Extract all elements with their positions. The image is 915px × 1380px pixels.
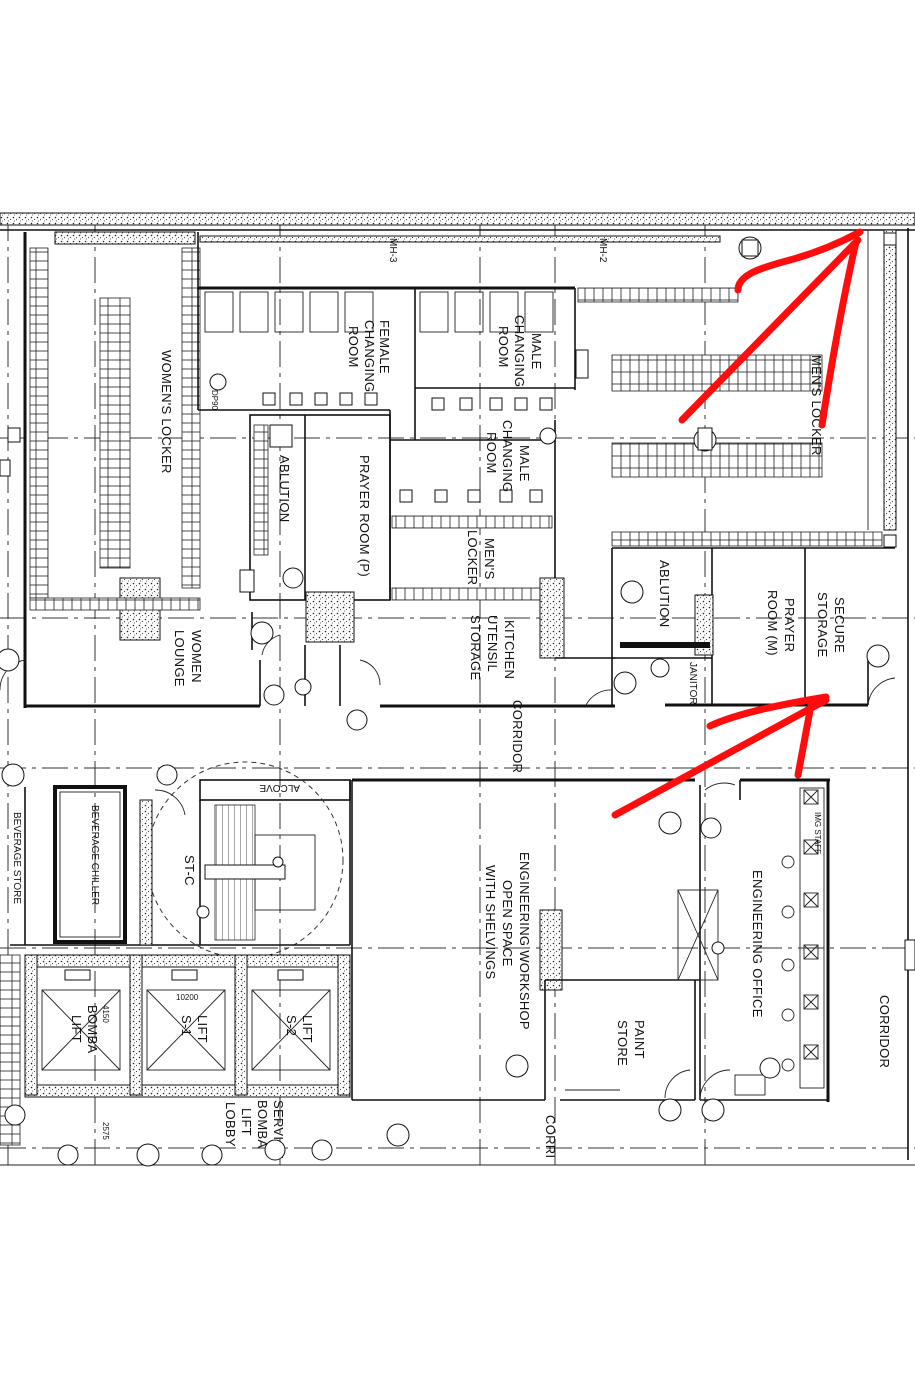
label-ablution-f: ABLUTION	[277, 455, 292, 522]
label-beverage-store: BEVERAGE STORE	[11, 812, 22, 904]
label-ablution-m: ABLUTION	[657, 560, 672, 627]
label-alcove: ALCOVE	[259, 782, 300, 793]
label-male-changing-2c: ROOM	[484, 432, 499, 474]
tag-dp90: DP90	[210, 390, 219, 411]
label-bomba-lift-a: BOMBA	[85, 1005, 100, 1053]
male-changing-room-1	[415, 288, 589, 411]
label-kitchen-b: UTENSIL	[485, 615, 500, 672]
stair-core	[146, 761, 351, 959]
engineering-office	[677, 778, 830, 1102]
kitchen-utensil-storage	[304, 645, 615, 708]
wall-top-band	[199, 235, 721, 243]
male-changing-room-2	[389, 420, 565, 659]
label-eng-office: ENGINEERING OFFICE	[750, 870, 765, 1018]
label-female-changing-b: CHANGING	[362, 320, 377, 392]
label-lift-s1-b: S-1	[179, 1015, 194, 1036]
label-mens-locker-top: MEN'S LOCKER	[809, 355, 824, 456]
female-changing-room	[197, 286, 575, 440]
label-women-lounge-a: WOMEN	[189, 630, 204, 683]
beverage-store	[10, 785, 350, 946]
label-service-lobby-c: LIFT	[239, 1108, 254, 1136]
label-kitchen-c: STORAGE	[468, 615, 483, 680]
label-lift-s2-a: LIFT	[300, 1015, 315, 1043]
tag-mh3: MH-3	[387, 238, 398, 263]
label-paint-b: STORE	[615, 1020, 630, 1066]
equipment-tags	[0, 232, 915, 1167]
label-prayer-room-m-b: ROOM (M)	[765, 590, 780, 656]
label-secure-storage-b: STORAGE	[815, 592, 830, 657]
label-lift-s1-a: LIFT	[195, 1015, 210, 1043]
label-male-changing-1b: CHANGING	[512, 315, 527, 387]
label-mens-locker-a: MEN'S	[482, 538, 497, 580]
label-prayer-room-m-a: PRAYER	[782, 598, 797, 652]
label-male-changing-1c: ROOM	[496, 326, 511, 368]
door-swings	[0, 634, 896, 1101]
label-service-lobby-d: LOBBY	[223, 1102, 238, 1147]
tag-mh2: MH-2	[597, 238, 608, 263]
wall-top-left	[54, 231, 196, 245]
engineering-workshop	[351, 778, 700, 1101]
label-beverage-chiller: BEVERAGE CHILLER	[89, 805, 100, 905]
label-workshop-a: ENGINEERING WORKSHOP	[517, 852, 532, 1030]
red-markup-arrows	[611, 228, 864, 819]
label-janitor: JANITOR	[687, 662, 698, 705]
label-women-lounge-b: LOUNGE	[172, 630, 187, 687]
label-mens-locker-b: LOCKER	[465, 530, 480, 585]
label-lift-s2-b: S-2	[284, 1015, 299, 1036]
label-male-changing-1a: MALE	[529, 333, 544, 370]
label-corridor-2: CORRIDOR	[877, 995, 892, 1068]
label-male-changing-2a: MALE	[517, 445, 532, 482]
label-corridor-3: CORRI	[543, 1115, 558, 1158]
mens-locker-area	[577, 287, 895, 549]
womens-locker-zone	[23, 232, 201, 708]
label-corridor-1: CORRIDOR	[510, 700, 525, 773]
label-kitchen-a: KITCHEN	[502, 620, 517, 679]
tag-dim-4150: 4150	[101, 1005, 110, 1023]
label-female-changing-c: ROOM	[346, 326, 361, 368]
ablution-prayer-female	[239, 414, 391, 643]
tag-dim-2575: 2575	[101, 1122, 110, 1140]
label-prayer-room-p: PRAYER ROOM (P)	[357, 455, 372, 577]
label-stair: ST-C	[182, 855, 197, 886]
label-male-changing-2b: CHANGING	[500, 420, 515, 492]
label-service-lobby-b: BOMBA	[255, 1100, 270, 1148]
label-womens-locker: WOMEN'S LOCKER	[159, 350, 174, 474]
label-secure-storage-a: SECURE	[832, 597, 847, 653]
label-female-changing-a: FEMALE	[377, 320, 392, 374]
label-bomba-lift-b: LIFT	[69, 1015, 84, 1043]
tag-dim-10200: 10200	[176, 993, 199, 1002]
tag-staff: IMG STAFF	[813, 812, 822, 854]
label-paint-a: PAINT	[632, 1020, 647, 1059]
label-workshop-c: WITH SHELVINGS	[483, 865, 498, 980]
label-workshop-b: OPEN SPACE	[500, 880, 515, 967]
lift-core	[0, 954, 351, 1146]
